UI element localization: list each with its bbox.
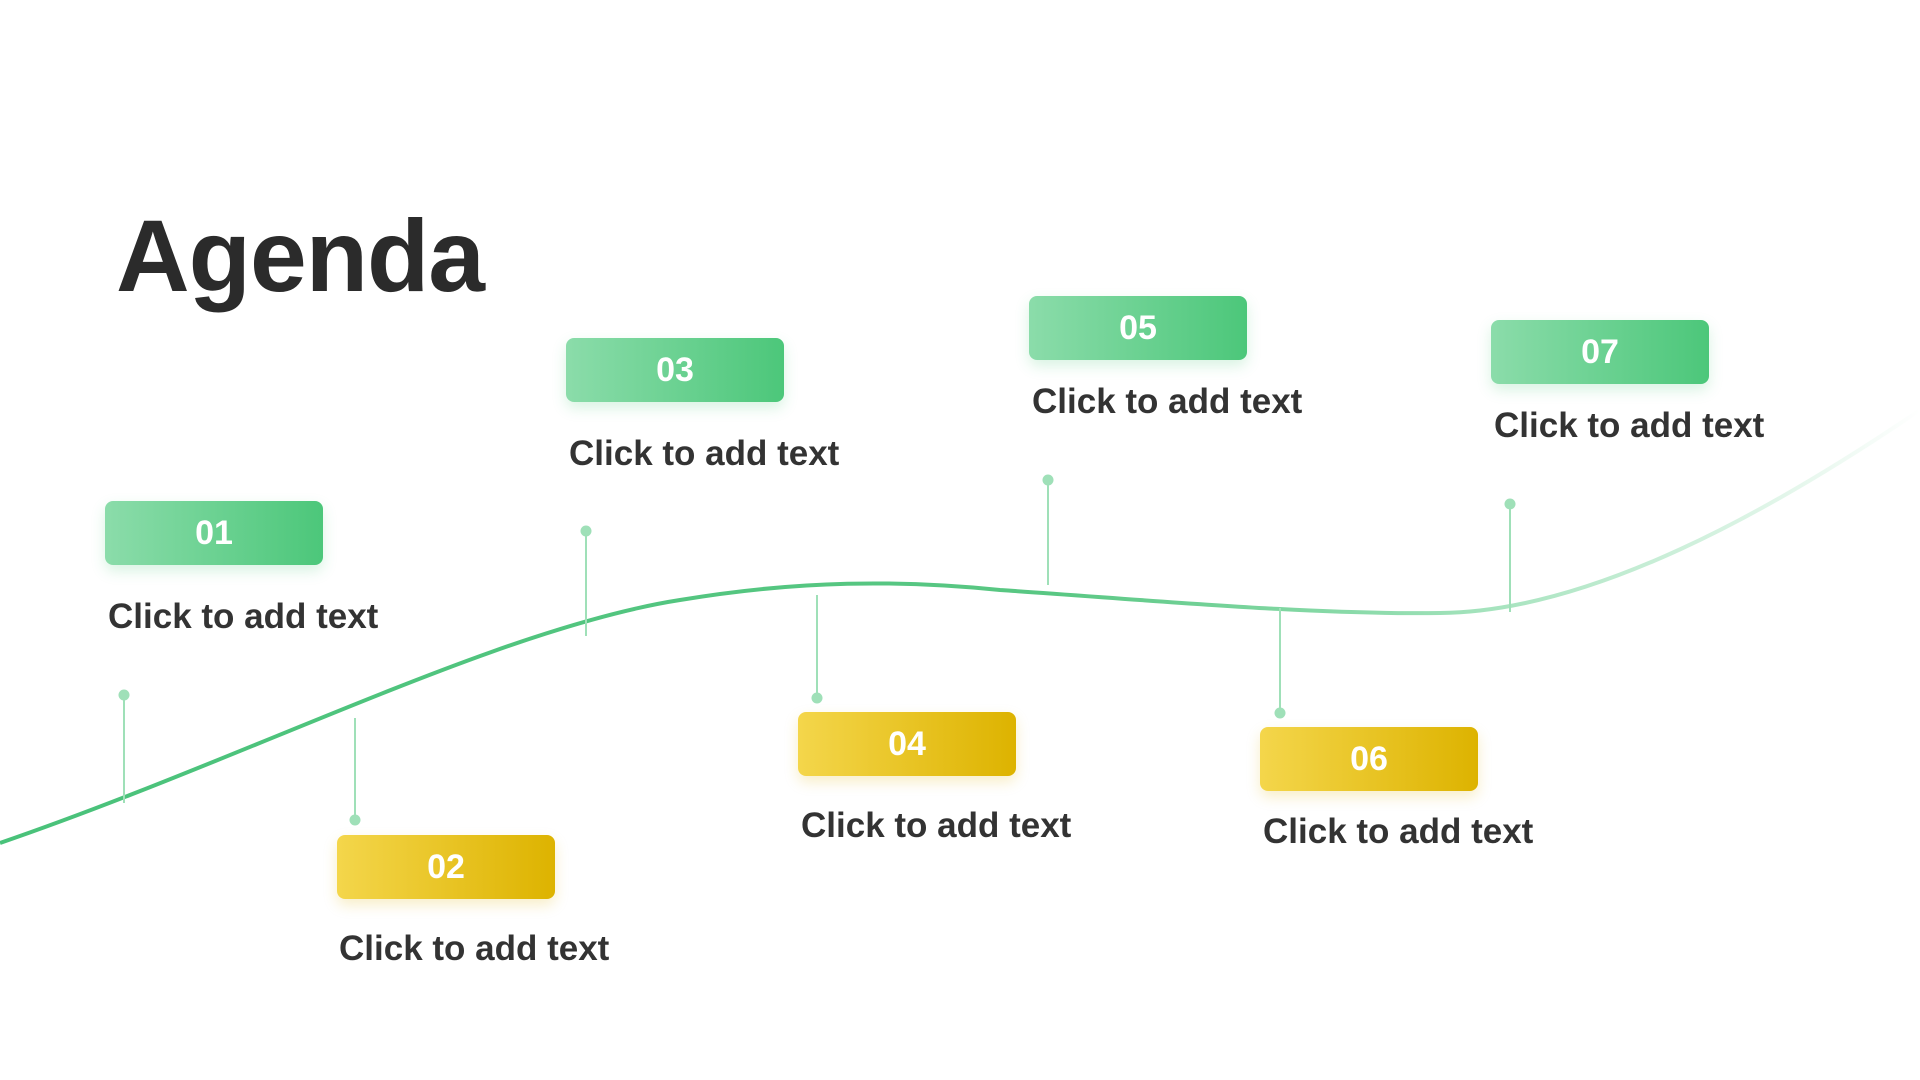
badge-03: 03 bbox=[566, 338, 784, 402]
item-text-07[interactable]: Click to add text bbox=[1494, 406, 1765, 445]
connector-02 bbox=[349, 718, 361, 826]
badge-05: 05 bbox=[1029, 296, 1247, 360]
item-text-04[interactable]: Click to add text bbox=[801, 806, 1072, 845]
badge-04: 04 bbox=[798, 712, 1016, 776]
badge-02: 02 bbox=[337, 835, 555, 899]
timeline-path bbox=[0, 408, 1920, 845]
connector-01 bbox=[118, 689, 130, 803]
item-text-06[interactable]: Click to add text bbox=[1263, 812, 1534, 851]
connector-07 bbox=[1504, 498, 1516, 612]
item-text-03[interactable]: Click to add text bbox=[569, 434, 840, 473]
badge-07: 07 bbox=[1491, 320, 1709, 384]
badge-01: 01 bbox=[105, 501, 323, 565]
connector-04 bbox=[811, 595, 823, 704]
badge-06: 06 bbox=[1260, 727, 1478, 791]
connector-05 bbox=[1042, 474, 1054, 585]
item-text-05[interactable]: Click to add text bbox=[1032, 382, 1303, 421]
item-text-01[interactable]: Click to add text bbox=[108, 597, 379, 636]
connector-03 bbox=[580, 525, 592, 636]
item-text-02[interactable]: Click to add text bbox=[339, 929, 610, 968]
connector-06 bbox=[1274, 608, 1286, 719]
page-title: Agenda bbox=[116, 199, 485, 313]
